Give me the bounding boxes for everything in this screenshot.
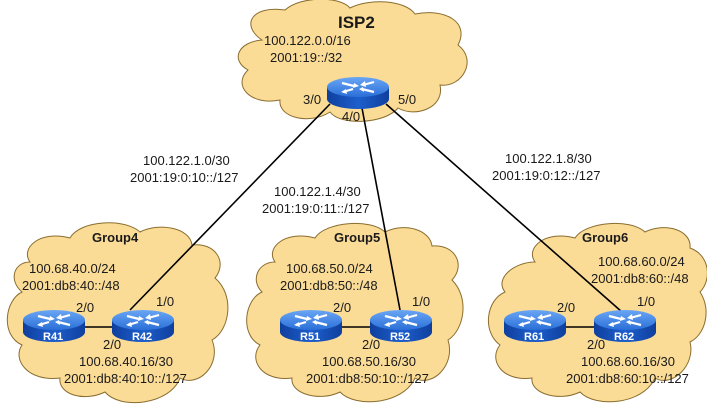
uplink-port-label: 1/0 xyxy=(156,294,174,309)
port-label: 2/0 xyxy=(333,300,351,315)
router-name: R62 xyxy=(614,331,634,343)
router-name: R52 xyxy=(390,331,410,343)
cloud-group4 xyxy=(6,222,229,404)
group-ipv6-prefix: 2001:db8:60::/48 xyxy=(591,271,689,286)
router-icon[interactable] xyxy=(325,75,391,111)
link-label-ipv4: 100.122.1.8/30 xyxy=(505,151,592,166)
link-isp2-r52 xyxy=(361,107,401,311)
uplink-port-label: 1/0 xyxy=(637,294,655,309)
group-ipv6-prefix: 2001:db8:40::/48 xyxy=(22,278,120,293)
group4: Group4 100.68.40.0/24 2001:db8:40::/48 R… xyxy=(21,230,187,386)
router-name: R41 xyxy=(43,331,63,343)
isp-name: ISP2 xyxy=(338,13,375,32)
group-name: Group6 xyxy=(582,230,628,245)
group-name: Group4 xyxy=(92,230,139,245)
group-name: Group5 xyxy=(334,230,380,245)
port-label: 2/0 xyxy=(76,300,94,315)
router-name: R42 xyxy=(132,331,152,343)
isp-ipv6-prefix: 2001:19::/32 xyxy=(270,50,342,65)
group6: Group6 100.68.60.0/24 2001:db8:60::/48 R… xyxy=(502,230,689,386)
isp-port-4-0: 4/0 xyxy=(342,109,360,124)
port-label: 2/0 xyxy=(557,300,575,315)
group-ipv4-prefix: 100.68.40.0/24 xyxy=(29,261,116,276)
internal-ipv6: 2001:db8:40:10::/127 xyxy=(64,371,187,386)
port-label: 2/0 xyxy=(103,337,121,352)
link-label-ipv6: 2001:19:0:12::/127 xyxy=(492,168,600,183)
group-ipv4-prefix: 100.68.60.0/24 xyxy=(598,254,685,269)
cloud-group6 xyxy=(487,222,707,403)
internal-ipv4: 100.68.60.16/30 xyxy=(581,354,675,369)
link-label-ipv6: 2001:19:0:11::/127 xyxy=(262,201,369,216)
cloud-isp2 xyxy=(237,0,468,122)
isp-port-5-0: 5/0 xyxy=(398,92,416,107)
group-ipv6-prefix: 2001:db8:50::/48 xyxy=(280,278,378,293)
internal-ipv6: 2001:db8:50:10::/127 xyxy=(306,371,429,386)
internal-ipv4: 100.68.50.16/30 xyxy=(322,354,416,369)
link-isp2-r62 xyxy=(385,103,623,313)
group-ipv4-prefix: 100.68.50.0/24 xyxy=(286,261,373,276)
group5: Group5 100.68.50.0/24 2001:db8:50::/48 R… xyxy=(278,230,434,386)
link-isp2-r42 xyxy=(129,103,331,311)
internal-ipv6: 2001:db8:60:10::/127 xyxy=(566,371,689,386)
router-name: R51 xyxy=(300,331,320,343)
port-label: 2/0 xyxy=(362,337,380,352)
link-label-ipv4: 100.122.1.4/30 xyxy=(274,184,361,199)
uplink-port-label: 1/0 xyxy=(412,294,430,309)
link-label-ipv6: 2001:19:0:10::/127 xyxy=(130,170,238,185)
cloud-group5 xyxy=(246,222,464,403)
port-label: 2/0 xyxy=(587,337,605,352)
isp-port-3-0: 3/0 xyxy=(303,92,321,107)
router-name: R61 xyxy=(524,331,544,343)
internal-ipv4: 100.68.40.16/30 xyxy=(79,354,173,369)
isp-ipv4-prefix: 100.122.0.0/16 xyxy=(264,33,351,48)
link-label-ipv4: 100.122.1.0/30 xyxy=(143,153,230,168)
